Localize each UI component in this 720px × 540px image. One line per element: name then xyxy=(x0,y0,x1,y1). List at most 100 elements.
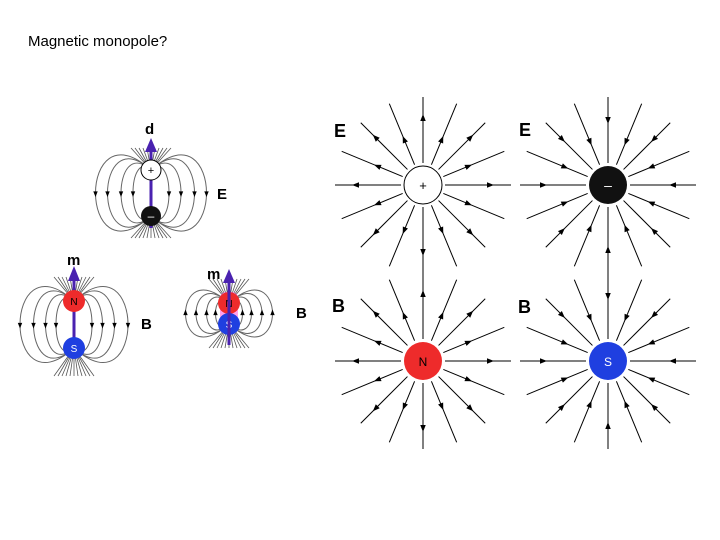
field-line xyxy=(526,326,588,354)
positive-charge-symbol: + xyxy=(419,178,427,193)
field-arrowhead xyxy=(43,322,48,329)
negative-charge-field-lines xyxy=(520,97,696,273)
south-pole-field-lines xyxy=(520,273,696,449)
field-line xyxy=(573,381,601,443)
field-line xyxy=(628,150,690,178)
field-arrowhead xyxy=(130,191,136,197)
field-line xyxy=(388,279,416,341)
field-arrowhead xyxy=(557,310,565,318)
field-arrowhead xyxy=(464,200,472,206)
field-arrowhead xyxy=(53,322,59,329)
field-arrowhead xyxy=(352,182,359,188)
field-arrowhead xyxy=(647,339,656,345)
field-line xyxy=(615,381,643,443)
field-arrowhead xyxy=(560,163,569,169)
north-pole-monopole: N B xyxy=(332,273,511,449)
field-arrowhead xyxy=(540,182,547,188)
field-arrowhead xyxy=(213,309,218,316)
dipole-field-label: E xyxy=(217,186,227,203)
field-arrowhead xyxy=(420,290,426,297)
field-arrowhead xyxy=(93,191,98,197)
field-line xyxy=(438,376,486,424)
magnetic-dipole-bar: N S m B xyxy=(183,266,307,349)
field-arrowhead xyxy=(560,339,569,345)
negative-charge-monopole: – E xyxy=(519,97,696,273)
field-arrowhead xyxy=(624,400,630,409)
field-arrowhead xyxy=(402,226,408,234)
field-line xyxy=(430,381,458,443)
magnetic-field-label: B xyxy=(141,316,152,333)
south-pole-symbol: S xyxy=(71,344,78,355)
field-arrowhead xyxy=(605,246,611,253)
field-arrowhead xyxy=(166,191,172,197)
negative-charge-field-label: E xyxy=(519,120,531,140)
field-arrowhead xyxy=(402,402,408,410)
magnetic-moment-arrowhead xyxy=(68,266,80,281)
field-arrowhead xyxy=(647,377,656,383)
field-arrowhead xyxy=(464,340,472,346)
magnetic-moment-arrowhead xyxy=(223,269,235,283)
field-arrowhead xyxy=(420,114,426,121)
field-line xyxy=(341,368,403,396)
field-arrowhead xyxy=(193,309,199,316)
magnetic-moment-label: m xyxy=(67,252,80,269)
field-line xyxy=(443,150,505,178)
negative-charge-symbol: – xyxy=(148,209,155,223)
magnetic-dipole-bar-field-lines xyxy=(183,278,275,349)
field-line xyxy=(628,326,690,354)
field-arrowhead xyxy=(557,404,565,412)
field-arrowhead xyxy=(402,136,408,144)
field-arrowhead xyxy=(605,422,611,429)
field-arrowhead xyxy=(647,201,656,207)
field-line xyxy=(573,279,601,341)
field-arrowhead xyxy=(420,425,426,432)
field-arrowhead xyxy=(466,134,474,142)
field-arrowhead xyxy=(31,322,36,329)
negative-charge-circle xyxy=(589,166,627,204)
field-arrowhead xyxy=(557,228,565,236)
field-arrowhead xyxy=(259,309,265,316)
south-pole-circle xyxy=(589,342,627,380)
magnetic-field-label: B xyxy=(296,305,307,322)
north-pole-symbol: N xyxy=(419,355,428,369)
north-pole-circle xyxy=(63,290,85,312)
field-arrowhead xyxy=(647,163,656,169)
field-arrowhead xyxy=(402,312,408,320)
negative-charge-symbol: – xyxy=(604,177,612,193)
field-line xyxy=(341,150,403,178)
field-line xyxy=(628,368,690,396)
field-arrowhead xyxy=(605,293,611,300)
north-pole-symbol: N xyxy=(70,297,77,308)
field-arrowhead xyxy=(624,137,630,146)
field-line xyxy=(526,368,588,396)
field-arrowhead xyxy=(438,312,444,320)
dipole-moment-label: d xyxy=(145,121,154,138)
field-arrowhead xyxy=(651,310,659,318)
field-line xyxy=(341,326,403,354)
field-arrowhead xyxy=(100,322,105,329)
field-arrowhead xyxy=(586,400,592,409)
north-pole-field-lines xyxy=(335,273,511,449)
field-arrowhead xyxy=(105,191,110,197)
positive-charge-field-lines xyxy=(335,97,511,273)
field-arrowhead xyxy=(374,376,382,382)
north-pole-field-label: B xyxy=(332,296,345,316)
field-arrowhead xyxy=(487,358,494,364)
field-arrowhead xyxy=(374,340,382,346)
field-line xyxy=(443,326,505,354)
field-arrowhead xyxy=(352,358,359,364)
positive-charge-circle xyxy=(403,165,443,205)
positive-charge-field-label: E xyxy=(334,121,346,141)
field-arrowhead xyxy=(466,228,474,236)
field-arrowhead xyxy=(112,322,117,329)
field-line xyxy=(623,200,671,248)
field-line xyxy=(573,103,601,165)
field-arrowhead xyxy=(438,402,444,410)
field-arrowhead xyxy=(374,164,382,170)
field-line xyxy=(526,192,588,220)
field-line xyxy=(443,368,505,396)
field-arrowhead xyxy=(438,136,444,144)
north-pole-circle xyxy=(404,342,442,380)
field-line xyxy=(341,192,403,220)
field-arrowhead xyxy=(372,310,380,318)
